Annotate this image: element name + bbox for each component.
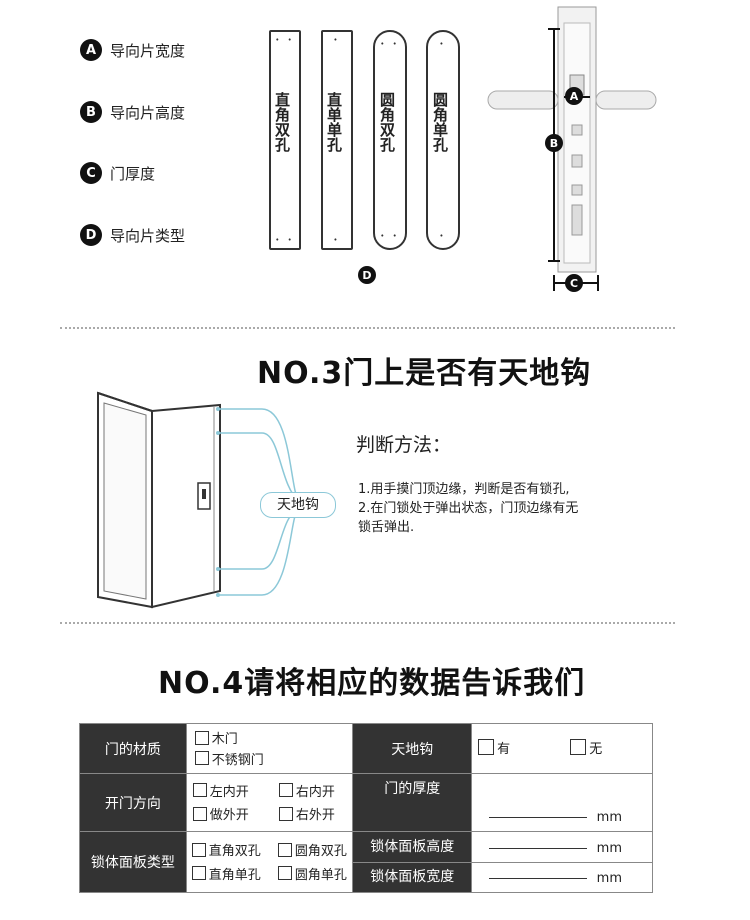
badge-a: A [80, 39, 102, 61]
panel-width-field[interactable]: mm [472, 863, 652, 892]
plate-bottom-holes: • [439, 232, 447, 240]
material-label: 门的材质 [79, 723, 187, 774]
badge-b: B [80, 101, 102, 123]
badge-d: D [80, 224, 102, 246]
badge-c: C [80, 162, 102, 184]
panel-height-field[interactable]: mm [472, 833, 652, 863]
panel-type-label: 锁体面板类型 [79, 831, 187, 893]
checkbox-left-in[interactable]: 左内开 [192, 781, 275, 800]
legend-label-b: 导向片高度 [110, 103, 186, 122]
checkbox-right-out[interactable]: 右外开 [278, 804, 335, 823]
plate-label: 直角双孔 [273, 92, 291, 152]
plate-label: 圆角双孔 [378, 92, 396, 152]
legend-item-b: B 导向片高度 [80, 101, 185, 123]
legend-item-c: C 门厚度 [80, 162, 155, 184]
plate-top-holes: • [333, 36, 341, 44]
plate-label: 直单单孔 [325, 92, 343, 152]
hook-options: 有 无 [471, 723, 653, 774]
checkbox-left-out[interactable]: 做外开 [192, 804, 275, 823]
legend-label-d: 导向片类型 [110, 226, 186, 245]
plate-top-holes: • • [380, 40, 400, 48]
checkbox-round-single[interactable]: 圆角单孔 [277, 864, 347, 883]
section4-title: NO.4请将相应的数据告诉我们 [158, 666, 586, 701]
legend-label-a: 导向片宽度 [110, 41, 186, 60]
plate-round-single: • 圆角单孔 • [426, 30, 460, 250]
plates-marker-d: D [358, 266, 376, 284]
checkbox-hook-yes[interactable]: 有 [478, 738, 566, 757]
lock-marker-b: B [545, 134, 563, 152]
panel-dims-labels: 锁体面板高度 锁体面板宽度 [352, 831, 473, 893]
plate-bottom-holes: • • [380, 232, 400, 240]
plate-bottom-holes: • [333, 236, 341, 244]
checkbox-rect-single[interactable]: 直角单孔 [191, 864, 274, 883]
checkbox-right-in[interactable]: 右内开 [278, 781, 335, 800]
lock-marker-c: C [565, 274, 583, 292]
legend-item-a: A 导向片宽度 [80, 39, 185, 61]
lock-marker-a: A [565, 87, 583, 105]
direction-label: 开门方向 [79, 773, 187, 832]
panel-width-label: 锁体面板宽度 [370, 869, 455, 885]
panel-type-options: 直角双孔 圆角双孔 直角单孔 圆角单孔 [185, 831, 354, 893]
checkbox-round-double[interactable]: 圆角双孔 [277, 840, 347, 859]
plate-bottom-holes: • • [275, 236, 295, 244]
order-form-table: 门的材质 木门 不锈钢门 天地钩 有 无 开门方向 左内开 右内开 做外开 右外… [79, 723, 653, 893]
method-text: 1.用手摸门顶边缘，判断是否有锁孔, 2.在门锁处于弹出状态，门顶边缘有无 锁舌… [358, 480, 678, 537]
hook-callout: 天地钩 [260, 492, 336, 518]
plate-top-holes: • • [275, 36, 295, 44]
checkbox-steel-door[interactable]: 不锈钢门 [194, 749, 264, 768]
method-title: 判断方法： [356, 434, 452, 456]
hook-label: 天地钩 [352, 723, 473, 774]
legend-label-c: 门厚度 [110, 164, 156, 183]
divider [60, 622, 675, 624]
direction-options: 左内开 右内开 做外开 右外开 [185, 773, 354, 832]
lock-illustration [487, 6, 657, 291]
thickness-label: 门的厚度 [352, 773, 473, 832]
divider [60, 327, 675, 329]
plate-rect-double: • • 直角双孔 • • [269, 30, 301, 250]
material-options: 木门 不锈钢门 [185, 723, 354, 774]
legend-item-d: D 导向片类型 [80, 224, 185, 246]
method-line: 锁舌弹出. [358, 520, 415, 535]
method-line: 1.用手摸门顶边缘，判断是否有锁孔, [358, 482, 570, 497]
plate-label: 圆角单孔 [431, 92, 449, 152]
method-line: 2.在门锁处于弹出状态，门顶边缘有无 [358, 501, 579, 516]
checkbox-hook-no[interactable]: 无 [570, 738, 602, 757]
thickness-unit: mm [596, 810, 622, 825]
panel-dims-fields: mm mm [471, 831, 653, 893]
checkbox-rect-double[interactable]: 直角双孔 [191, 840, 274, 859]
plate-rect-single: • 直单单孔 • [321, 30, 353, 250]
panel-height-label: 锁体面板高度 [353, 832, 472, 863]
plate-top-holes: • [439, 40, 447, 48]
plate-round-double: • • 圆角双孔 • • [373, 30, 407, 250]
door-illustration [97, 391, 299, 609]
checkbox-wood-door[interactable]: 木门 [194, 728, 238, 747]
thickness-field[interactable]: mm [471, 773, 653, 832]
section3-title: NO.3门上是否有天地钩 [257, 356, 592, 391]
